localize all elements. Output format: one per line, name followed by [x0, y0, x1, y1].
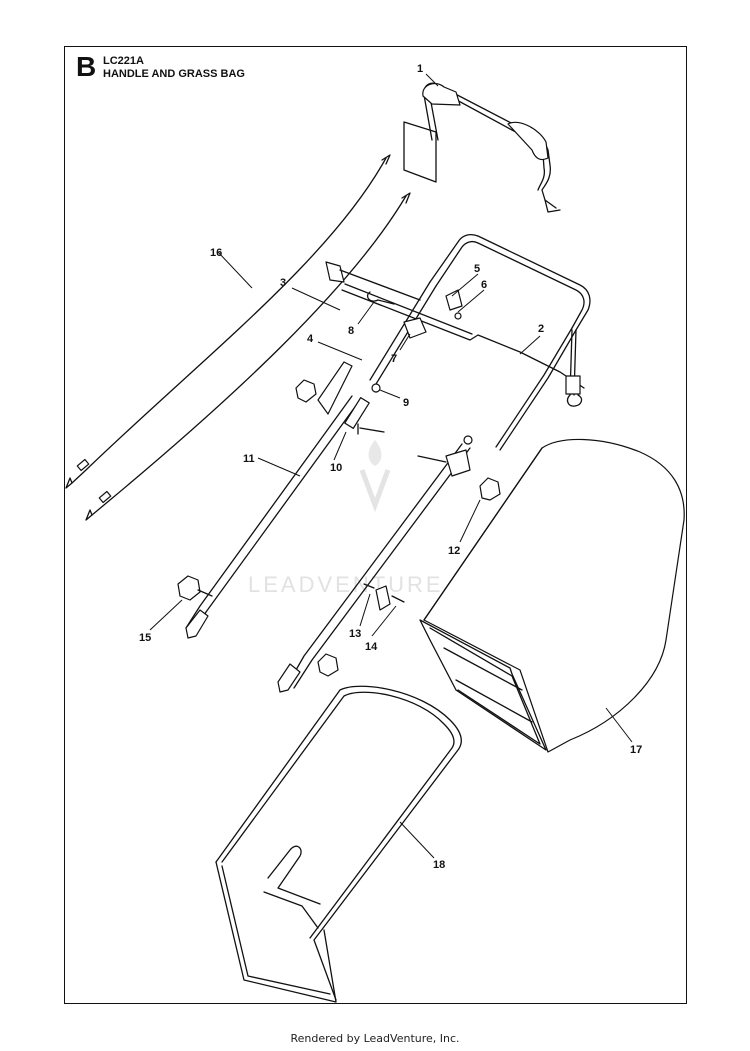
- left-lower-handle: [185, 361, 370, 639]
- handle-frame: [341, 234, 591, 451]
- knob-12: [479, 477, 501, 501]
- knob-lower-right: [317, 653, 339, 677]
- callout-9: 9: [403, 397, 409, 409]
- leadventure-watermark: LEADVENTURE: [248, 440, 444, 597]
- upper-handle: [422, 82, 561, 213]
- callout-3: 3: [280, 277, 286, 289]
- spring-14: [391, 595, 405, 603]
- callout-4: 4: [307, 333, 314, 345]
- callout-2: 2: [538, 323, 544, 335]
- left-knob-upper: [295, 379, 317, 403]
- bolt: [454, 312, 462, 320]
- callout-10: 10: [330, 462, 342, 474]
- callout-6: 6: [481, 279, 487, 291]
- knob-15: [177, 575, 201, 601]
- lever-bracket: [445, 289, 463, 311]
- handle-plate: [403, 121, 437, 183]
- callout-12: 12: [448, 545, 460, 557]
- spring-hook: [366, 291, 395, 305]
- callout-13: 13: [349, 628, 361, 640]
- callout-14: 14: [365, 641, 378, 653]
- knob-screw-9: [371, 383, 381, 393]
- control-cable-3: [85, 192, 411, 521]
- cable-guide: [325, 261, 421, 301]
- grass-bag: [419, 438, 685, 753]
- callout-11: 11: [243, 453, 255, 465]
- callout-8: 8: [348, 325, 354, 337]
- callout-1: 1: [417, 63, 423, 75]
- model-number: LC221A: [103, 55, 144, 67]
- callout-5: 5: [474, 263, 480, 275]
- section-letter: B: [76, 51, 97, 82]
- callout-7: 7: [391, 353, 397, 365]
- diagram-frame: [64, 46, 687, 1004]
- right-lower-handle: [277, 435, 473, 693]
- control-cable-16: [65, 154, 391, 489]
- callout-15: 15: [139, 632, 151, 644]
- footer-credit: Rendered by LeadVenture, Inc.: [290, 1032, 460, 1045]
- pivot-block: [403, 317, 427, 339]
- callout-17: 17: [630, 744, 642, 756]
- callout-numbers: 1 2 3 4 5 6 7 8 9 10 11 12 13 14 15 16 1…: [139, 63, 642, 871]
- callout-18: 18: [433, 859, 445, 871]
- leader-lines: [149, 73, 633, 859]
- bolt-10: [357, 423, 385, 435]
- watermark-text: LEADVENTURE: [248, 572, 444, 597]
- diagram-title: HANDLE AND GRASS BAG: [103, 68, 245, 80]
- callout-16: 16: [210, 247, 222, 259]
- grass-bag-frame: [215, 685, 462, 1003]
- bracket-13: [375, 585, 391, 611]
